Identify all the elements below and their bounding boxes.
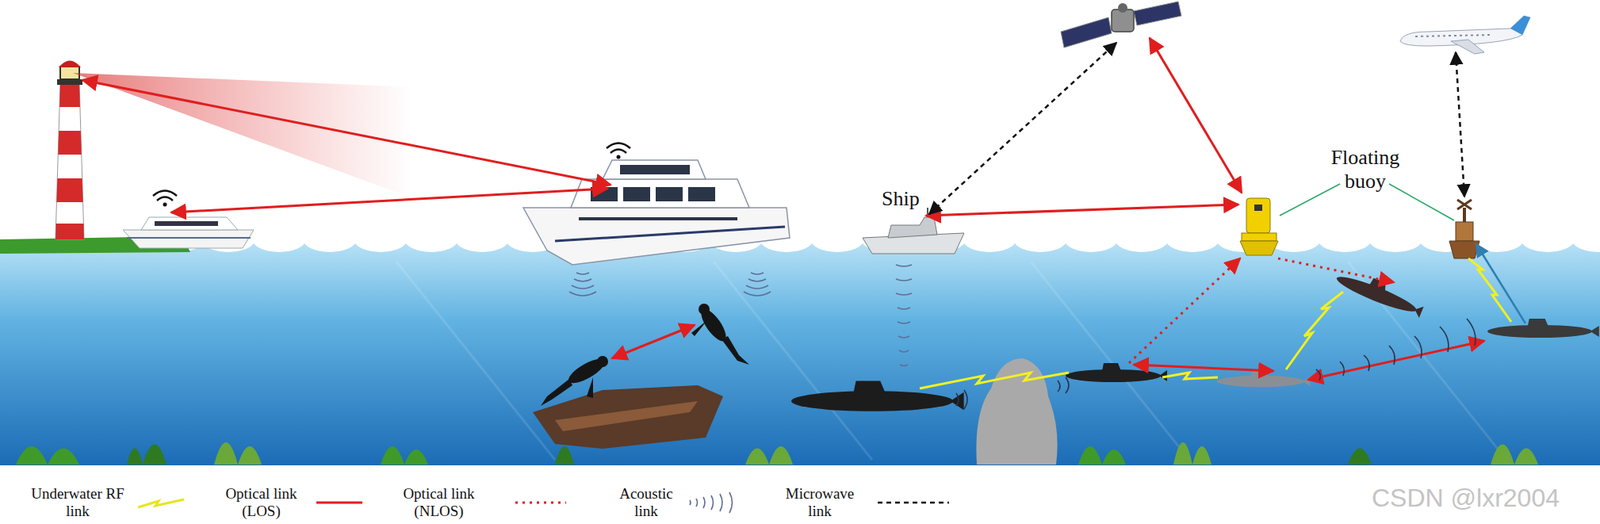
legend-text: Optical link (LOS)	[215, 485, 307, 521]
buoy-label: Floating buoy	[1317, 145, 1413, 194]
ship-label: Ship	[881, 187, 920, 211]
legend-text: Acoustic link	[610, 485, 682, 521]
legend-text: Optical link (NLOS)	[393, 485, 485, 521]
legend-text: Underwater RF link	[22, 485, 134, 521]
legend-text: Microwave link	[778, 485, 862, 521]
watermark: CSDN @lxr2004	[1371, 483, 1560, 513]
